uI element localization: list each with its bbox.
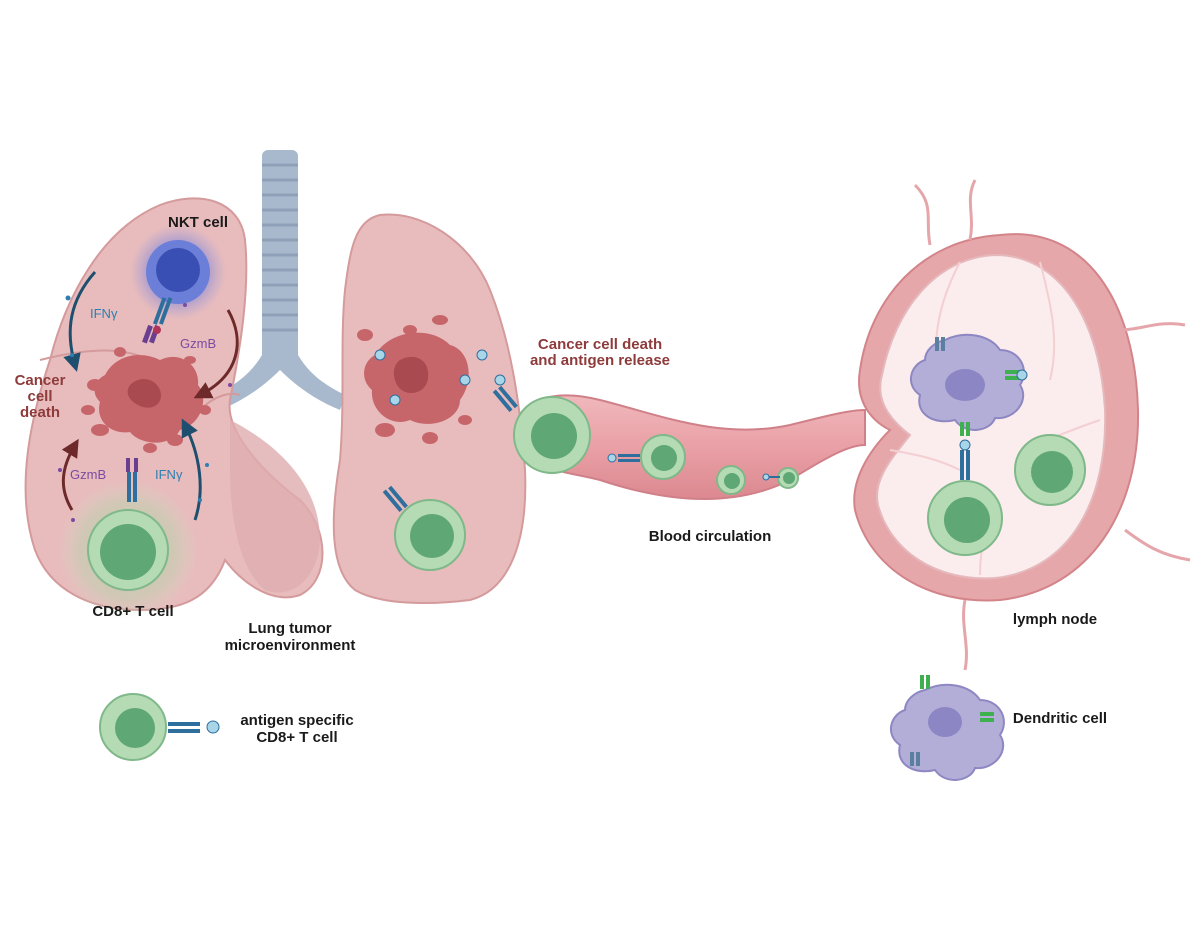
dendritic-cell	[890, 675, 1005, 781]
lymph-node	[853, 179, 1191, 671]
lymph-node-label: lymph node	[1012, 611, 1098, 628]
dendritic-cell-node	[910, 333, 1028, 480]
cancer-cell-death-line2: cell	[27, 388, 53, 405]
cancer-cell-death-line1: Cancer	[14, 372, 66, 389]
dendritic-cell-label: Dendritic cell	[1012, 710, 1108, 727]
vessel-t-cells	[492, 385, 799, 495]
legend-label-line1: antigen specific	[240, 712, 354, 729]
cd8-t-cell-label: CD8+ T cell	[92, 603, 174, 620]
cytokine-dots	[58, 295, 232, 522]
cancer-cell-death-line3: death	[19, 404, 60, 421]
ifn-label-top: IFNγ	[90, 306, 118, 321]
gzmb-label-bottom: GzmB	[70, 467, 107, 482]
blood-vessel	[513, 394, 866, 500]
tumor-left	[81, 347, 211, 453]
lymph-t-cells	[927, 434, 1086, 556]
gzmb-label-top: GzmB	[180, 336, 217, 351]
gzmb-arrow-top	[193, 309, 239, 399]
blood-circulation-label: Blood circulation	[648, 528, 772, 545]
antigen-particles	[374, 349, 506, 406]
ifn-arrow-bottom	[181, 418, 202, 521]
antigen-release-label-line1: Cancer cell death	[537, 336, 663, 353]
nkt-cell	[130, 224, 226, 320]
cd8-t-cell	[58, 458, 198, 620]
lung-tumor-label-line1: Lung tumor	[248, 620, 332, 637]
antigen-release-label-line2: and antigen release	[529, 352, 671, 369]
gzmb-arrow-bottom	[61, 438, 79, 511]
legend-t-cell	[99, 693, 220, 761]
ifn-label-bottom: IFNγ	[155, 467, 183, 482]
t-cell-right-lung	[382, 485, 466, 571]
nkt-cell-label: NKT cell	[167, 214, 228, 231]
tumor-right	[357, 315, 472, 444]
nkt-receptor	[142, 297, 173, 344]
legend-label-line2: CD8+ T cell	[256, 729, 338, 746]
lung-tumor-label-line2: microenvironment	[224, 637, 356, 654]
